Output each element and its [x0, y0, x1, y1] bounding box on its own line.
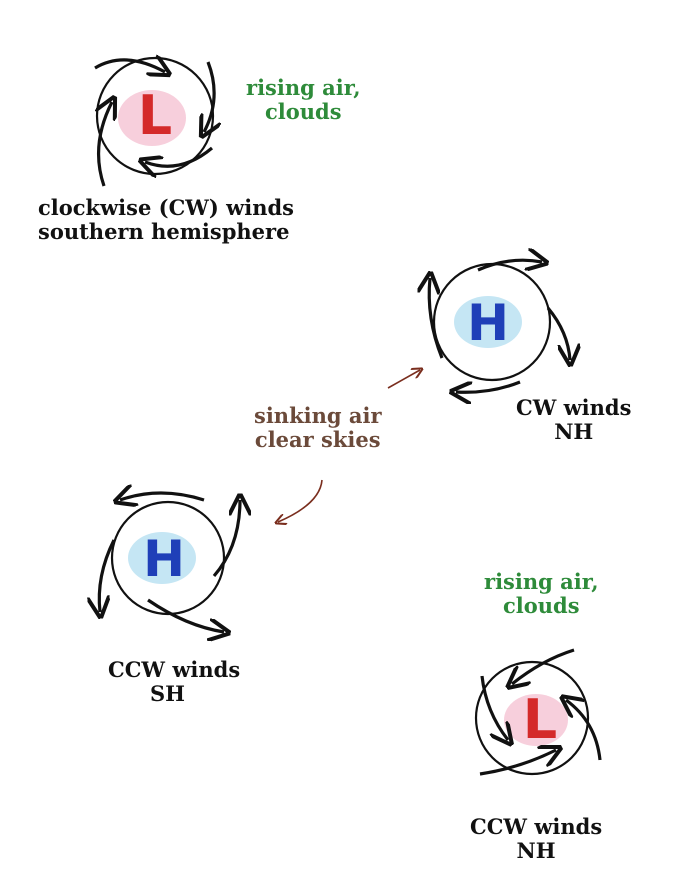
low-shading — [118, 90, 186, 146]
high-shading — [454, 296, 522, 348]
wind-arrow — [429, 278, 444, 359]
caption-line: clockwise (CW) winds — [38, 195, 294, 220]
wind-arrow — [99, 102, 112, 187]
wind-arrow — [546, 306, 570, 360]
sinking-air-arrow-to-nh-high — [387, 370, 420, 389]
circle-outline — [474, 660, 590, 776]
wind-arrow — [480, 675, 508, 740]
nh-high-caption: CW winds NH — [516, 395, 632, 445]
sh-high-system: H — [99, 493, 240, 632]
sh-low-system: L — [94, 58, 214, 187]
wind-arrow — [512, 648, 575, 684]
wind-arrow — [477, 260, 542, 270]
wind-arrow — [94, 60, 165, 72]
caption-line: CCW winds — [108, 657, 241, 682]
wind-arrow — [212, 500, 240, 578]
center-note: sinking air clear skies — [254, 403, 382, 453]
note-line: rising air, — [484, 569, 599, 594]
low-letter: L — [523, 688, 557, 751]
wind-arrow — [204, 61, 214, 132]
wind-arrow — [566, 700, 602, 761]
high-shading — [128, 532, 196, 584]
nh-low-caption: CCW winds NH — [470, 814, 603, 864]
high-letter: H — [467, 294, 509, 352]
wind-arrow — [456, 382, 521, 392]
note-line: clouds — [265, 99, 342, 125]
sinking-air-arrow-to-sh-high — [278, 479, 323, 522]
high-letter: H — [143, 530, 185, 588]
wind-arrow — [99, 539, 116, 612]
wind-arrow — [147, 598, 224, 632]
sh-low-caption: clockwise (CW) winds southern hemisphere — [38, 195, 294, 245]
wind-arrow — [479, 750, 556, 776]
low-letter: L — [138, 84, 172, 147]
note-line: clouds — [503, 593, 580, 619]
sh-high-caption: CCW winds SH — [108, 657, 241, 707]
caption-line: NH — [516, 838, 556, 864]
caption-line: CCW winds — [470, 814, 603, 839]
note-line: rising air, — [246, 75, 361, 100]
caption-line: NH — [554, 419, 594, 445]
caption-line: CW winds — [516, 395, 632, 420]
note-line: sinking air — [254, 403, 382, 428]
nh-high-system: H — [429, 260, 570, 392]
sh-low-note: rising air, clouds — [246, 75, 361, 125]
wind-arrow — [145, 146, 214, 166]
low-shading — [504, 694, 568, 746]
note-line: clear skies — [254, 427, 381, 453]
nh-low-note: rising air, clouds — [484, 569, 599, 619]
nh-low-system: L — [474, 648, 602, 776]
caption-line: southern hemisphere — [38, 219, 290, 245]
caption-line: SH — [150, 681, 186, 707]
wind-arrow — [120, 493, 205, 500]
